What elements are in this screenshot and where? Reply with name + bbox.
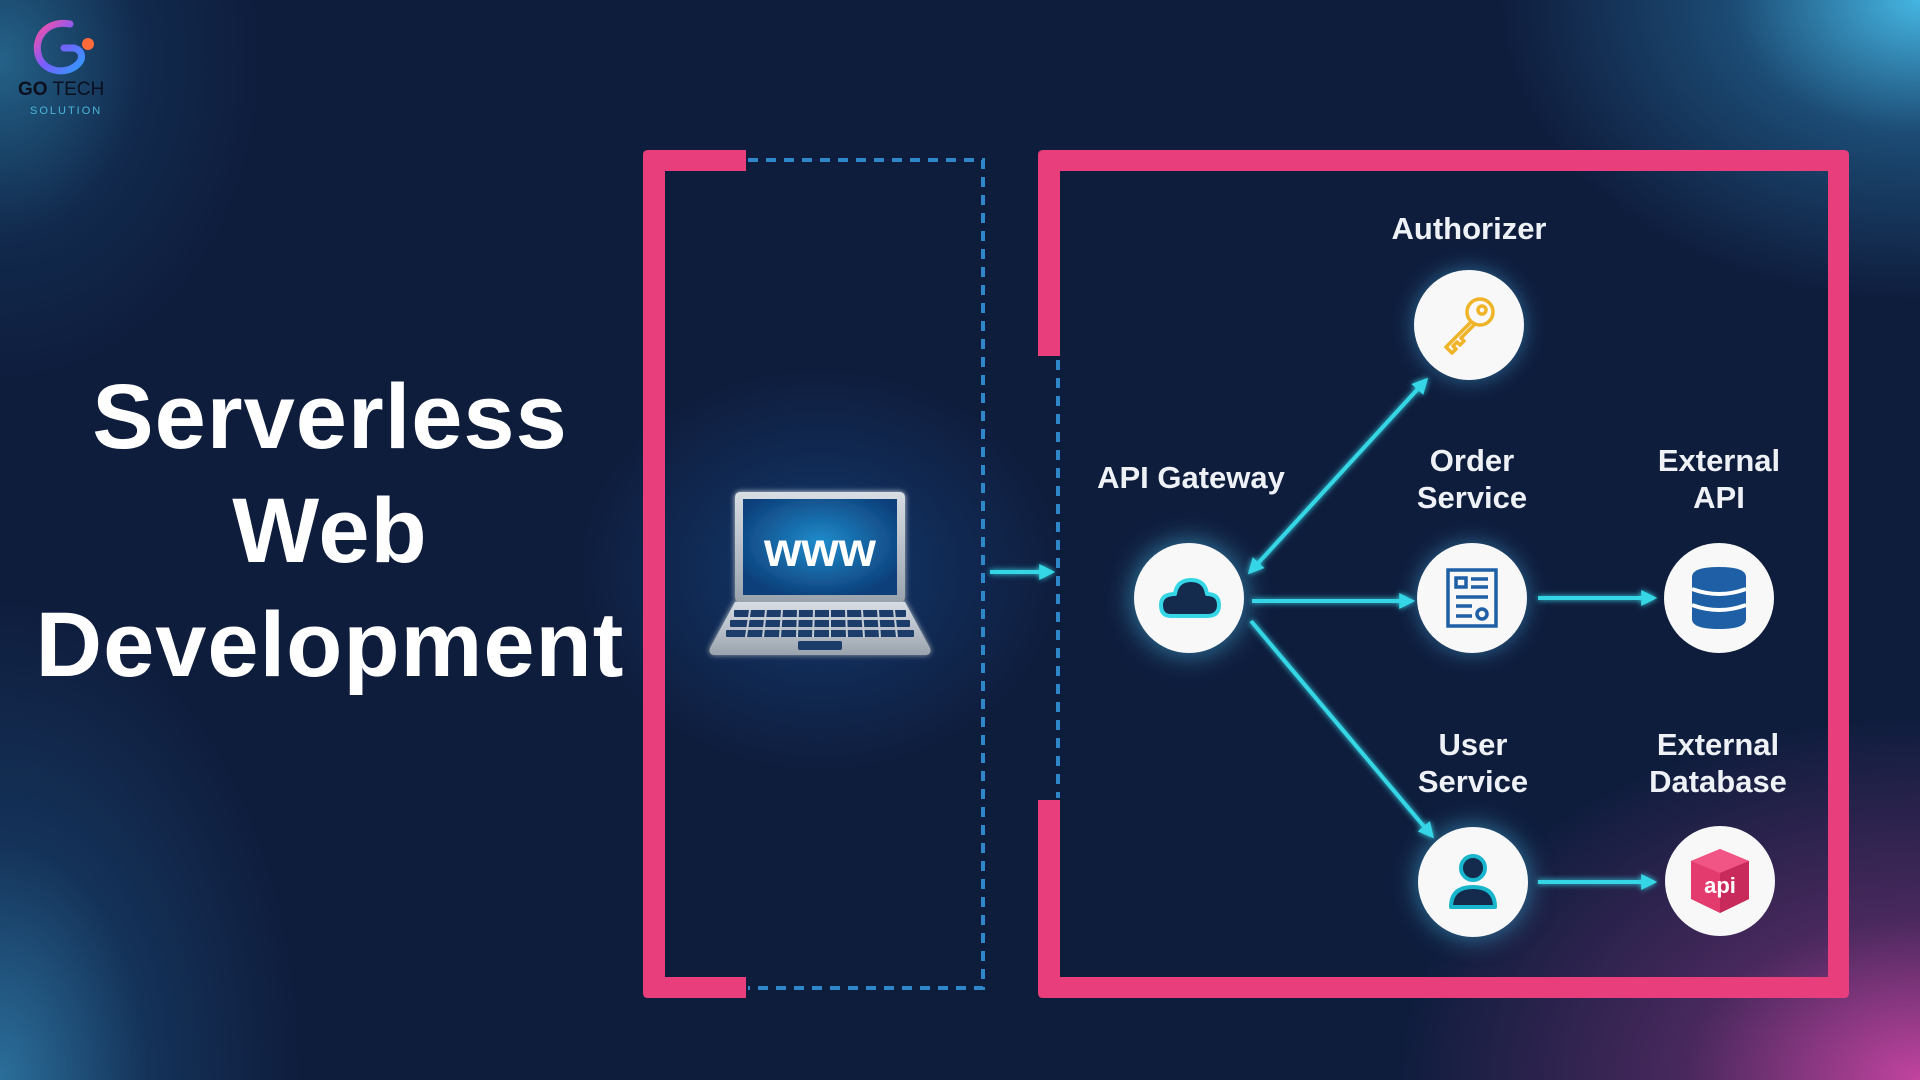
api-cube-text: api <box>1704 873 1736 898</box>
label-line: External <box>1657 443 1781 478</box>
title-line: Development <box>35 594 625 696</box>
label-line: Service <box>1417 764 1529 799</box>
node-label-external-api: External API <box>1658 442 1780 516</box>
logo-tagline: SOLUTION <box>30 105 103 117</box>
arrow-gateway-to-user <box>1249 619 1435 839</box>
laptop-www-icon <box>709 492 931 655</box>
node-label-user-service: User Service <box>1418 726 1528 800</box>
client-frame-dashed <box>748 158 985 990</box>
document-icon <box>1446 568 1498 628</box>
logo-wordmark: GO TECH <box>18 79 105 100</box>
client-frame-bracket <box>643 150 746 998</box>
user-icon <box>1449 854 1497 909</box>
label-line: Order <box>1429 443 1515 478</box>
company-logo: GO TECH SOLUTION <box>12 10 122 122</box>
label-line: API <box>1693 480 1745 515</box>
label-line: API Gateway <box>1097 460 1285 495</box>
node-authorizer[interactable] <box>1414 270 1524 380</box>
node-label-authorizer: Authorizer <box>1392 210 1547 247</box>
node-label-api-gateway: API Gateway <box>1097 459 1285 496</box>
node-external-api[interactable] <box>1664 543 1774 653</box>
logo-swirl-icon <box>33 19 94 75</box>
database-icon <box>1691 567 1747 629</box>
node-label-order-service: Order Service <box>1417 442 1527 516</box>
title-line: Web <box>232 480 428 582</box>
label-line: External <box>1656 727 1780 762</box>
title-line: Serverless <box>92 366 568 468</box>
label-line: Authorizer <box>1391 211 1547 246</box>
page-title: Serverless Web Development <box>30 360 630 702</box>
label-line: User <box>1438 727 1508 762</box>
node-label-external-database: External Database <box>1649 726 1787 800</box>
key-icon <box>1444 297 1495 355</box>
cloud-icon <box>1159 578 1221 618</box>
node-order-service[interactable] <box>1417 543 1527 653</box>
node-external-database[interactable]: api <box>1665 826 1775 936</box>
label-line: Database <box>1649 764 1787 799</box>
arrow-gateway-authorizer <box>1247 377 1429 575</box>
label-line: Service <box>1416 480 1528 515</box>
api-cube-icon: api <box>1691 849 1749 913</box>
laptop-screen-text: www <box>763 524 877 577</box>
node-api-gateway[interactable] <box>1134 543 1244 653</box>
node-user-service[interactable] <box>1418 827 1528 937</box>
